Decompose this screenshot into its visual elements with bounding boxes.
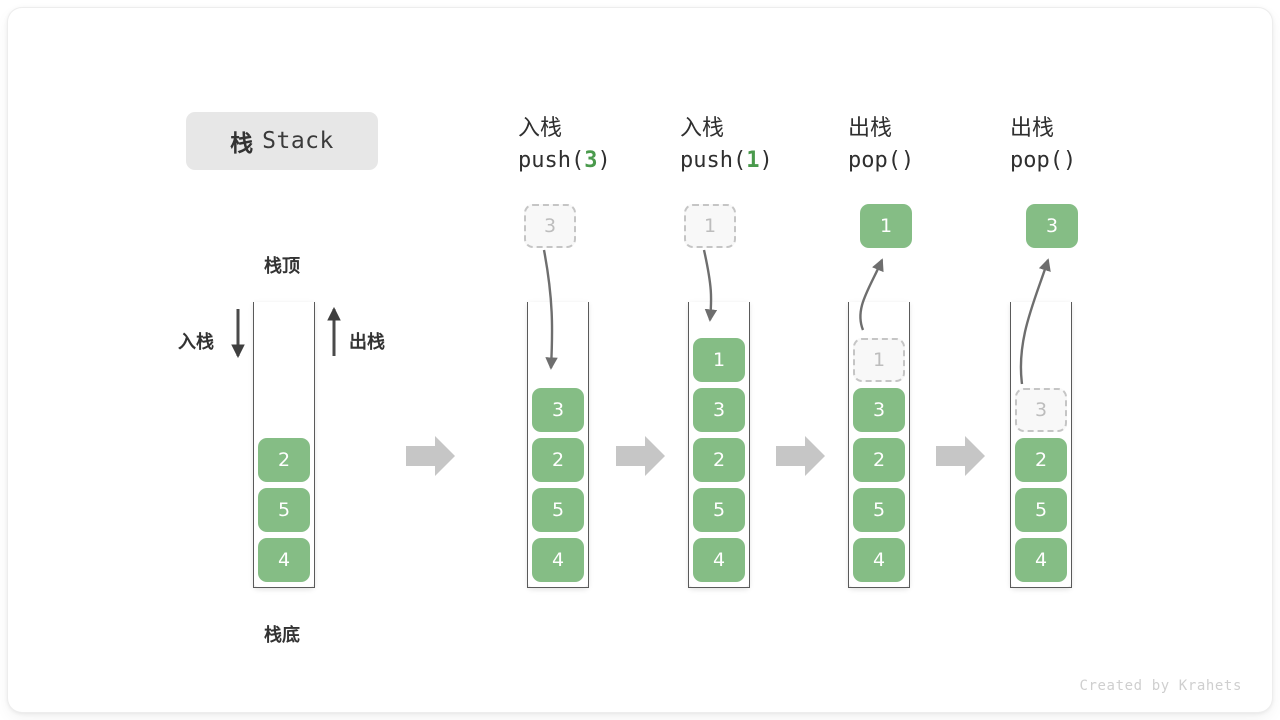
sig-suffix: ) <box>597 148 611 173</box>
stack-items-push-3: 4 5 2 3 <box>532 388 584 582</box>
stack-floor <box>253 587 315 588</box>
stack-cell: 2 <box>693 438 745 482</box>
step-arrow-icon-2 <box>616 436 665 476</box>
stack-cell: 5 <box>1015 488 1067 532</box>
stack-wall-right <box>1071 302 1072 588</box>
stack-items-pop-1: 4 5 2 3 1 <box>853 338 905 582</box>
step-arrow-icon-3 <box>776 436 825 476</box>
stack-floor <box>688 587 750 588</box>
popped-value: 1 <box>879 215 893 237</box>
sig-suffix: ) <box>900 148 915 173</box>
stack-cell: 2 <box>853 438 905 482</box>
col-op-label: 入栈 <box>518 116 563 141</box>
stack-pop-1: 4 5 2 3 1 <box>848 302 910 588</box>
col-header-push-3: 入栈 push(3) <box>518 114 688 178</box>
col-signature: push(3) <box>518 144 688 178</box>
label-push-base: 入栈 <box>178 332 214 353</box>
pending-push-box-1: 1 <box>684 204 736 248</box>
stack-cell: 4 <box>693 538 745 582</box>
label-pop-base: 出栈 <box>349 332 385 353</box>
stack-cell: 5 <box>853 488 905 532</box>
sig-arg: 1 <box>746 148 760 173</box>
pending-push-box-3: 3 <box>524 204 576 248</box>
stack-items-pop-2: 4 5 2 3 <box>1015 388 1067 582</box>
step-arrow-icon-4 <box>936 436 985 476</box>
label-stack-bottom: 栈底 <box>264 625 300 646</box>
diagram-title: 栈 Stack <box>186 112 378 170</box>
base-stack: 4 5 2 <box>253 302 315 588</box>
stack-cell-ghost: 3 <box>1015 388 1067 432</box>
sig-arg: 3 <box>584 148 598 173</box>
stack-cell: 4 <box>853 538 905 582</box>
stack-wall-right <box>314 302 315 588</box>
title-en: Stack <box>262 128 334 154</box>
stack-cell-ghost: 1 <box>853 338 905 382</box>
stack-wall-right <box>749 302 750 588</box>
stack-wall-left <box>848 302 849 588</box>
stack-floor <box>1010 587 1072 588</box>
title-cn: 栈 <box>230 131 254 157</box>
stack-cell: 1 <box>693 338 745 382</box>
step-arrow-icon-1 <box>406 436 455 476</box>
stack-wall-left <box>688 302 689 588</box>
stack-cell: 3 <box>532 388 584 432</box>
stack-cell: 5 <box>532 488 584 532</box>
popped-box-1: 1 <box>860 204 912 248</box>
col-signature: pop() <box>1010 144 1180 178</box>
sig-prefix: push( <box>680 148 747 173</box>
col-signature: pop() <box>848 144 1018 178</box>
stack-push-3: 4 5 2 3 <box>527 302 589 588</box>
sig-prefix: push( <box>518 148 585 173</box>
col-op-label: 出栈 <box>848 116 893 141</box>
col-signature: push(1) <box>680 144 850 178</box>
label-stack-top: 栈顶 <box>264 256 300 277</box>
popped-box-2: 3 <box>1026 204 1078 248</box>
col-header-push-1: 入栈 push(1) <box>680 114 850 178</box>
stack-items-push-1: 4 5 2 3 1 <box>693 338 745 582</box>
stack-floor <box>527 587 589 588</box>
stack-pop-2: 4 5 2 3 <box>1010 302 1072 588</box>
watermark: Created by Krahets <box>1079 678 1242 694</box>
pending-push-value: 1 <box>703 215 717 237</box>
col-op-label: 入栈 <box>680 116 725 141</box>
stack-cell: 2 <box>532 438 584 482</box>
stack-cell: 5 <box>693 488 745 532</box>
stack-cell: 4 <box>1015 538 1067 582</box>
stack-cell: 5 <box>258 488 310 532</box>
stack-cell: 4 <box>258 538 310 582</box>
col-header-pop-2: 出栈 pop() <box>1010 114 1180 178</box>
stack-floor <box>848 587 910 588</box>
stack-wall-left <box>527 302 528 588</box>
pending-push-value: 3 <box>543 215 557 237</box>
base-stack-items: 4 5 2 <box>258 438 310 582</box>
sig-prefix: pop( <box>848 148 901 173</box>
stack-wall-right <box>909 302 910 588</box>
stack-wall-left <box>253 302 254 588</box>
stack-wall-left <box>1010 302 1011 588</box>
stack-cell: 2 <box>1015 438 1067 482</box>
col-op-label: 出栈 <box>1010 116 1055 141</box>
stack-push-1: 4 5 2 3 1 <box>688 302 750 588</box>
sig-prefix: pop( <box>1010 148 1063 173</box>
popped-value: 3 <box>1045 215 1059 237</box>
stack-cell: 2 <box>258 438 310 482</box>
col-header-pop-1: 出栈 pop() <box>848 114 1018 178</box>
stack-cell: 4 <box>532 538 584 582</box>
sig-suffix: ) <box>1062 148 1077 173</box>
stack-wall-right <box>588 302 589 588</box>
sig-suffix: ) <box>759 148 773 173</box>
stack-cell: 3 <box>853 388 905 432</box>
stack-cell: 3 <box>693 388 745 432</box>
